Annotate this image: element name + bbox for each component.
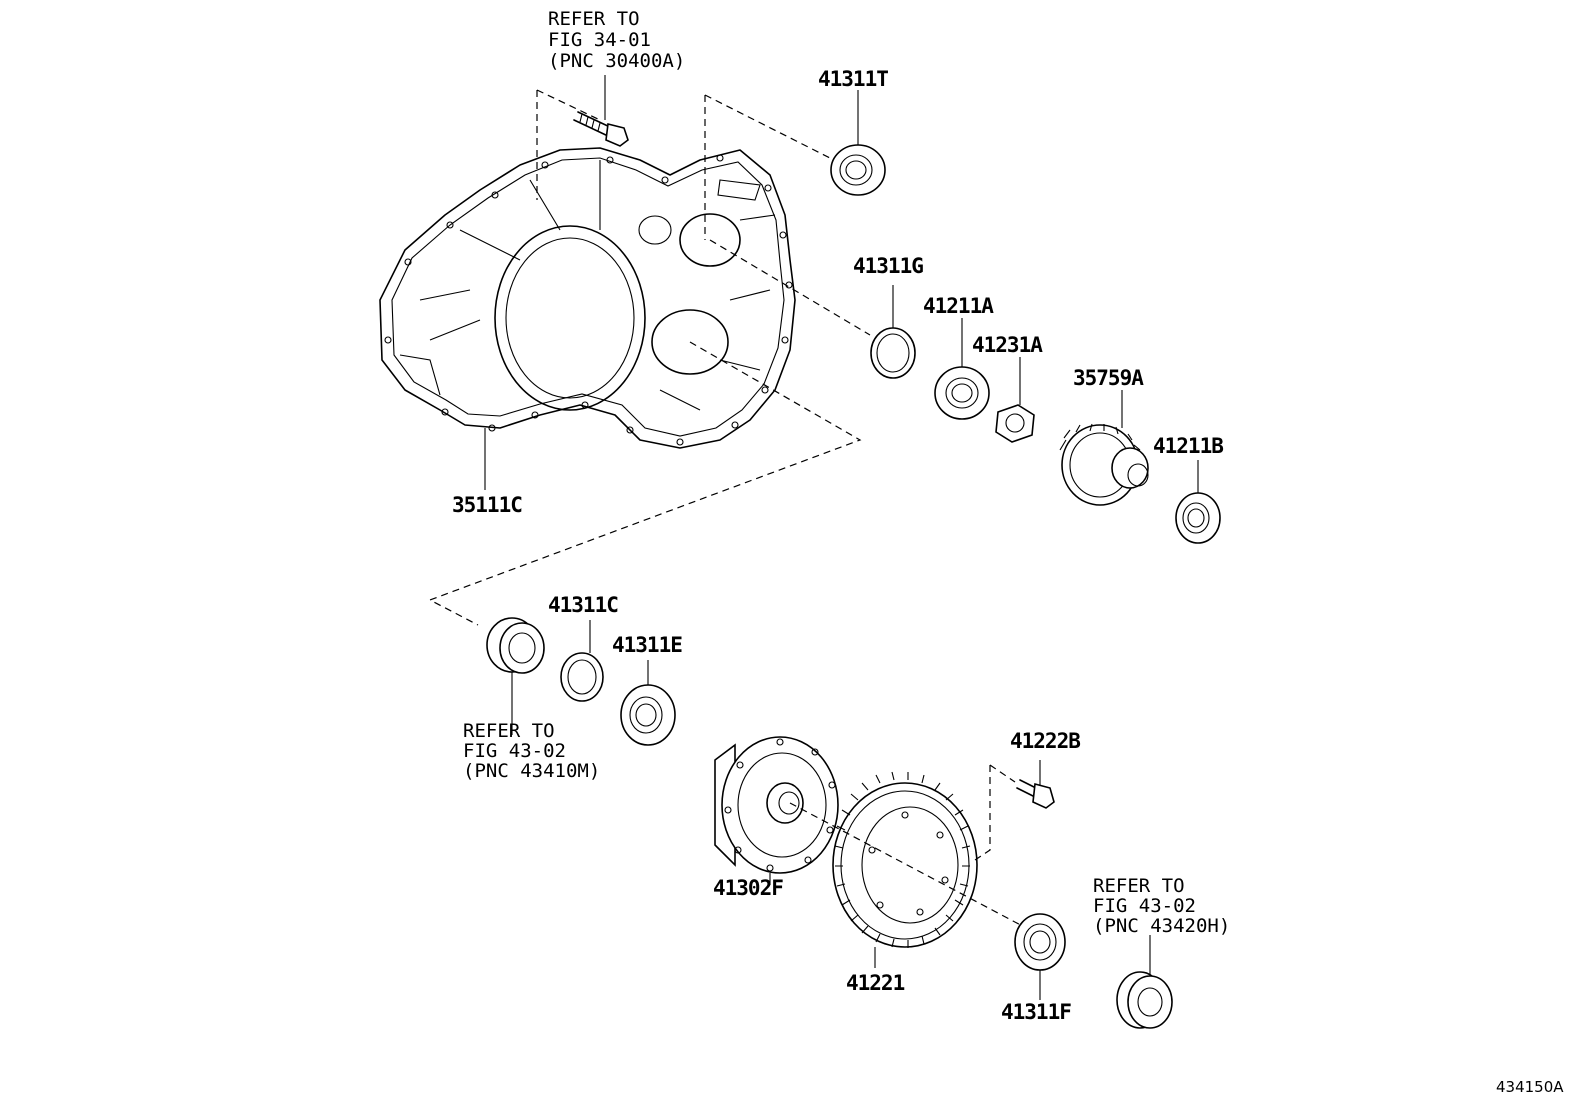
reference-note-top: REFER TO FIG 34-01 (PNC 30400A)	[548, 8, 685, 72]
bearing-41311t	[830, 90, 886, 196]
ref-line: FIG 34-01	[548, 29, 651, 51]
part-label-35759a: 35759A	[1073, 366, 1144, 390]
part-label-41302f: 41302F	[713, 876, 783, 900]
part-label-41311f: 41311F	[1001, 1000, 1071, 1024]
bearing-41211a	[934, 318, 990, 420]
bolt-41222b	[1016, 760, 1055, 809]
bearing-41211b	[1175, 460, 1221, 544]
bearing-41311f	[1014, 913, 1066, 1000]
ref-line: (PNC 43410M)	[463, 760, 600, 782]
part-label-41311t: 41311T	[818, 67, 888, 91]
ref-line: REFER TO	[463, 720, 555, 742]
ref-line: REFER TO	[1093, 875, 1185, 897]
seal-41311c	[560, 620, 604, 702]
ref-line: (PNC 30400A)	[548, 50, 685, 72]
ref-line: FIG 43-02	[1093, 895, 1196, 917]
oil-seal-right	[1116, 935, 1173, 1029]
diagram-code: 434150A	[1496, 1078, 1564, 1096]
part-label-41231a: 41231A	[972, 333, 1043, 357]
ref-line: FIG 43-02	[463, 740, 566, 762]
housing-bolt-holes	[384, 154, 793, 446]
nut-41231a	[995, 357, 1035, 443]
part-label-41222b: 41222B	[1010, 729, 1080, 753]
part-label-41221: 41221	[846, 971, 905, 995]
gear-35759a	[1059, 390, 1149, 506]
differential-case-41302f	[714, 736, 839, 885]
seal-41311g	[870, 285, 916, 379]
part-label-41311g: 41311G	[853, 254, 923, 278]
part-label-41211a: 41211A	[923, 294, 994, 318]
housing-bolt	[573, 75, 629, 147]
part-label-41311e: 41311E	[612, 633, 682, 657]
part-label-41211b: 41211B	[1153, 434, 1223, 458]
reference-note-left: REFER TO FIG 43-02 (PNC 43410M)	[463, 720, 600, 782]
ref-line: REFER TO	[548, 8, 640, 30]
transmission-housing	[379, 147, 796, 490]
reference-note-right: REFER TO FIG 43-02 (PNC 43420H)	[1093, 875, 1230, 937]
part-label-41311c: 41311C	[548, 593, 618, 617]
ring-gear-41221	[832, 771, 978, 968]
part-label-35111c: 35111C	[452, 493, 522, 517]
oil-seal-left	[486, 617, 545, 735]
bearing-41311e	[620, 660, 676, 746]
ref-line: (PNC 43420H)	[1093, 915, 1230, 937]
